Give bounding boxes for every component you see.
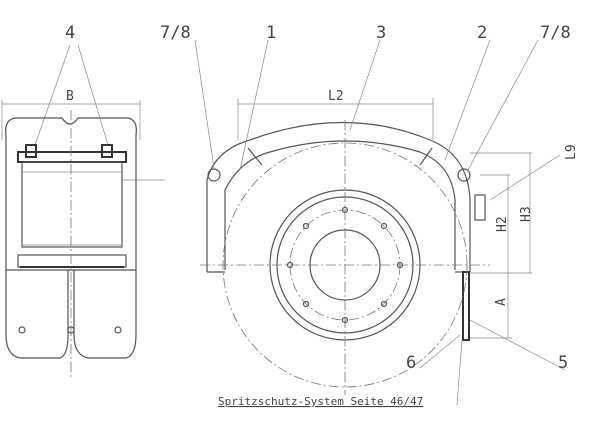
callout-6: 6 [406, 353, 416, 373]
callout-7-8-right: 7/8 [540, 23, 571, 43]
caption-spritzschutz: Spritzschutz-System Seite 46/47 [218, 395, 423, 408]
callout-5: 5 [558, 353, 568, 373]
callout-1: 1 [266, 23, 276, 43]
rear-view: 4 B [1, 23, 165, 380]
dimension-b: B [66, 89, 74, 104]
callout-3: 3 [376, 23, 386, 43]
dimension-l2: L2 [328, 89, 344, 104]
dimension-h2: H2 [495, 216, 510, 232]
callout-2: 2 [477, 23, 487, 43]
dimension-l9: L9 [564, 144, 579, 160]
callout-4: 4 [65, 23, 75, 43]
callout-7-8-left: 7/8 [160, 23, 191, 43]
dimension-h3: H3 [519, 206, 534, 222]
dimension-a: A [494, 298, 509, 306]
side-view: L2 7/8 1 3 2 7/8 [160, 23, 579, 408]
